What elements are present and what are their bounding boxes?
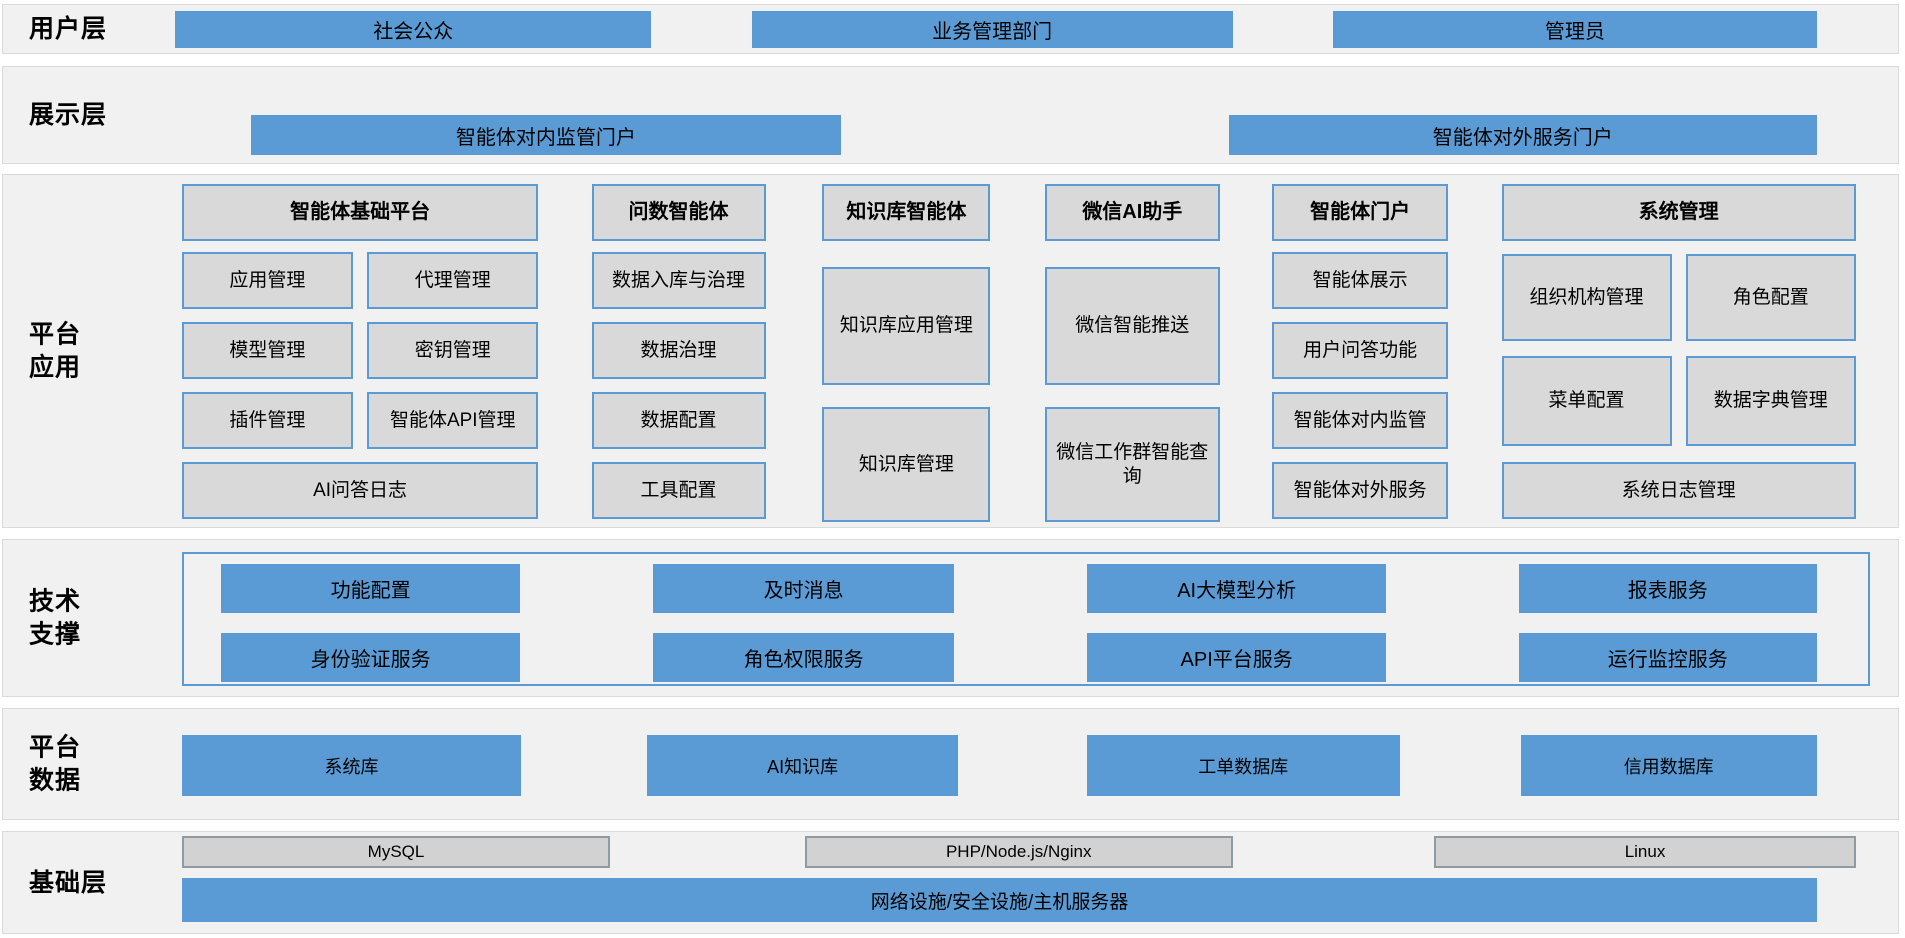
org-structure-management-box: 组织机构管理 <box>1501 254 1672 341</box>
wechat-ai-assistant-header: 微信AI助手 <box>1044 184 1220 241</box>
agent-external-service-box: 智能体对外服务 <box>1271 462 1449 519</box>
agent-base-platform-column: 智能体基础平台 应用管理 代理管理 模型管理 密钥管理 插件管理 智能体API管… <box>181 175 539 527</box>
data-config-box: 数据配置 <box>591 392 766 449</box>
wechat-smart-push-box: 微信智能推送 <box>1044 267 1220 385</box>
menu-config-box: 菜单配置 <box>1501 356 1672 446</box>
monitoring-service-box: 运行监控服务 <box>1519 633 1817 682</box>
display-layer-label: 展示层 <box>29 100 108 129</box>
display-layer-band: 展示层 智能体对内监管门户 智能体对外服务门户 <box>2 66 1899 164</box>
user-qa-function-box: 用户问答功能 <box>1271 322 1449 379</box>
knowledge-base-agent-header: 知识库智能体 <box>822 184 991 241</box>
ai-knowledge-db-box: AI知识库 <box>647 735 959 796</box>
user-layer-band: 用户层 社会公众 业务管理部门 管理员 <box>2 4 1899 54</box>
user-layer-label: 用户层 <box>29 14 108 43</box>
data-governance-box: 数据治理 <box>591 322 766 379</box>
agent-display-box: 智能体展示 <box>1271 252 1449 309</box>
platform-data-band: 平台 数据 系统库 AI知识库 工单数据库 信用数据库 <box>2 708 1899 820</box>
data-dictionary-management-box: 数据字典管理 <box>1685 356 1856 446</box>
tech-support-frame <box>181 552 1871 686</box>
role-permission-service-box: 角色权限服务 <box>652 633 955 682</box>
infrastructure-band: 基础层 MySQL PHP/Node.js/Nginx Linux 网络设施/安… <box>2 831 1899 934</box>
public-users-box: 社会公众 <box>175 11 652 48</box>
infrastructure-label: 基础层 <box>29 868 108 897</box>
wechat-group-query-box: 微信工作群智能查询 <box>1044 407 1220 522</box>
platform-data-label: 平台 数据 <box>29 733 82 795</box>
mysql-box: MySQL <box>181 836 611 868</box>
tech-support-label: 技术 支撑 <box>29 587 82 649</box>
credit-db-box: 信用数据库 <box>1520 735 1817 796</box>
system-management-header: 系统管理 <box>1501 184 1856 241</box>
agent-internal-supervision-box: 智能体对内监管 <box>1271 392 1449 449</box>
plugin-management-box: 插件管理 <box>181 392 353 449</box>
data-query-agent-header: 问数智能体 <box>591 184 766 241</box>
api-platform-service-box: API平台服务 <box>1086 633 1387 682</box>
agent-base-platform-header: 智能体基础平台 <box>181 184 539 241</box>
data-query-agent-column: 问数智能体 数据入库与治理 数据治理 数据配置 工具配置 <box>591 175 766 527</box>
key-management-box: 密钥管理 <box>367 322 539 379</box>
platform-app-label: 平台 应用 <box>29 320 82 382</box>
app-management-box: 应用管理 <box>181 252 353 309</box>
wechat-ai-assistant-column: 微信AI助手 微信智能推送 微信工作群智能查询 <box>1044 175 1220 527</box>
admin-box: 管理员 <box>1333 11 1817 48</box>
agent-api-management-box: 智能体API管理 <box>367 392 539 449</box>
kb-management-box: 知识库管理 <box>822 407 991 522</box>
identity-auth-service-box: 身份验证服务 <box>220 633 521 682</box>
platform-app-band: 平台 应用 智能体基础平台 应用管理 代理管理 模型管理 密钥管理 插件管理 智… <box>2 174 1899 528</box>
agent-portal-header: 智能体门户 <box>1271 184 1449 241</box>
model-management-box: 模型管理 <box>181 322 353 379</box>
system-log-management-box: 系统日志管理 <box>1501 462 1856 519</box>
report-service-box: 报表服务 <box>1519 564 1817 613</box>
tech-support-band: 技术 支撑 功能配置 及时消息 AI大模型分析 报表服务 身份验证服务 角色权限… <box>2 539 1899 697</box>
ai-qa-log-box: AI问答日志 <box>181 462 539 519</box>
instant-message-box: 及时消息 <box>652 564 955 613</box>
php-node-nginx-box: PHP/Node.js/Nginx <box>804 836 1233 868</box>
role-config-box: 角色配置 <box>1685 254 1856 341</box>
linux-box: Linux <box>1433 836 1857 868</box>
system-db-box: 系统库 <box>181 735 522 796</box>
external-portal-box: 智能体对外服务门户 <box>1229 115 1817 155</box>
ticket-db-box: 工单数据库 <box>1086 735 1400 796</box>
business-dept-box: 业务管理部门 <box>751 11 1233 48</box>
tool-config-box: 工具配置 <box>591 462 766 519</box>
internal-portal-box: 智能体对内监管门户 <box>251 115 841 155</box>
data-ingest-governance-box: 数据入库与治理 <box>591 252 766 309</box>
proxy-management-box: 代理管理 <box>367 252 539 309</box>
kb-app-management-box: 知识库应用管理 <box>822 267 991 385</box>
network-infra-bar: 网络设施/安全设施/主机服务器 <box>181 878 1818 922</box>
ai-llm-analysis-box: AI大模型分析 <box>1086 564 1387 613</box>
system-management-column: 系统管理 组织机构管理 角色配置 菜单配置 数据字典管理 系统日志管理 <box>1501 175 1856 527</box>
knowledge-base-agent-column: 知识库智能体 知识库应用管理 知识库管理 <box>822 175 991 527</box>
function-config-box: 功能配置 <box>220 564 521 613</box>
agent-portal-column: 智能体门户 智能体展示 用户问答功能 智能体对内监管 智能体对外服务 <box>1271 175 1449 527</box>
